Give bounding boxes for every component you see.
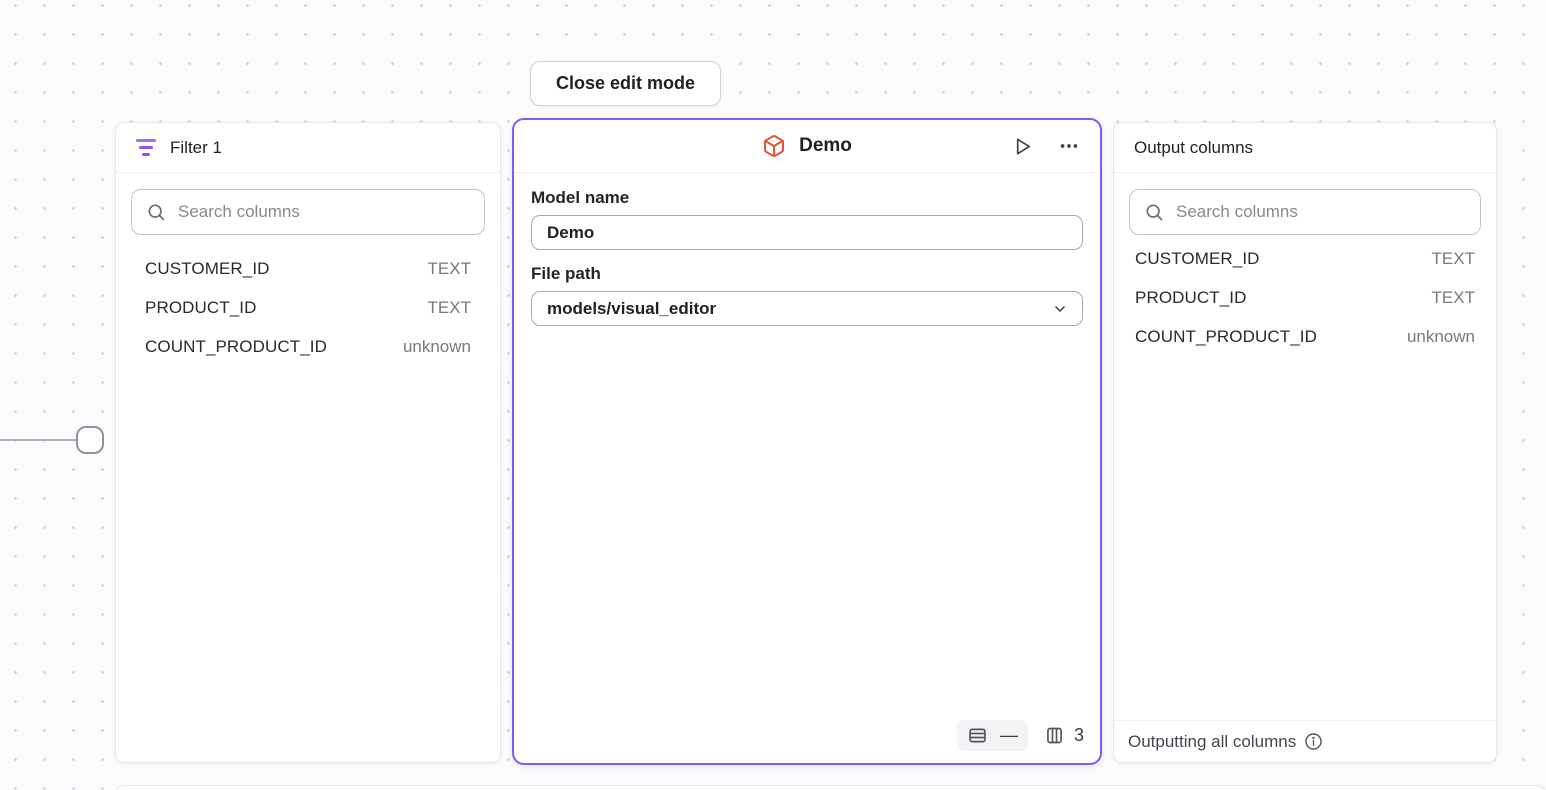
column-row[interactable]: COUNT_PRODUCT_ID unknown bbox=[130, 327, 486, 366]
connector-edge bbox=[0, 439, 77, 441]
output-search-input[interactable] bbox=[1176, 202, 1466, 222]
column-name: CUSTOMER_ID bbox=[145, 258, 270, 278]
model-name-label: Model name bbox=[531, 188, 630, 207]
column-row[interactable]: PRODUCT_ID TEXT bbox=[130, 288, 486, 327]
output-columns-panel[interactable]: Output columns CUSTOMER_ID TEXT PRODUCT_… bbox=[1113, 122, 1497, 763]
ellipsis-icon bbox=[1060, 144, 1078, 148]
cube-icon bbox=[764, 135, 785, 158]
column-row[interactable]: PRODUCT_ID TEXT bbox=[1120, 278, 1490, 317]
output-column-list: CUSTOMER_ID TEXT PRODUCT_ID TEXT COUNT_P… bbox=[1114, 239, 1496, 356]
output-panel-footer: Outputting all columns bbox=[1114, 720, 1496, 762]
filter-search-box[interactable] bbox=[131, 189, 485, 235]
filter-column-list: CUSTOMER_ID TEXT PRODUCT_ID TEXT COUNT_P… bbox=[116, 245, 500, 370]
column-row[interactable]: CUSTOMER_ID TEXT bbox=[1120, 239, 1490, 278]
file-path-select[interactable]: models/visual_editor bbox=[531, 291, 1083, 326]
filter-panel-header: Filter 1 bbox=[116, 123, 500, 173]
table-rows-icon bbox=[969, 728, 986, 743]
output-panel-title: Output columns bbox=[1134, 137, 1254, 157]
run-model-button[interactable] bbox=[1009, 133, 1036, 160]
column-name: PRODUCT_ID bbox=[145, 297, 257, 317]
output-footer-text: Outputting all columns bbox=[1128, 731, 1297, 751]
file-path-value: models/visual_editor bbox=[547, 298, 717, 318]
play-icon bbox=[1016, 137, 1031, 155]
column-row[interactable]: CUSTOMER_ID TEXT bbox=[130, 249, 486, 288]
column-count-value: 3 bbox=[1073, 725, 1084, 745]
table-columns-icon bbox=[1047, 727, 1062, 744]
column-type: TEXT bbox=[1431, 287, 1475, 307]
close-edit-mode-button[interactable]: Close edit mode bbox=[530, 61, 721, 106]
results-panel-edge[interactable] bbox=[115, 785, 1546, 790]
column-row[interactable]: COUNT_PRODUCT_ID unknown bbox=[1120, 317, 1490, 356]
filter-panel-title: Filter 1 bbox=[170, 137, 222, 157]
column-type: unknown bbox=[402, 336, 471, 356]
model-panel-title: Demo bbox=[799, 135, 852, 156]
row-count-value: — bbox=[999, 725, 1018, 745]
more-options-button[interactable] bbox=[1056, 133, 1082, 159]
filter-search-input[interactable] bbox=[178, 202, 470, 222]
column-count-stat[interactable]: 3 bbox=[1044, 725, 1084, 746]
model-name-input[interactable] bbox=[531, 215, 1083, 250]
row-count-stat[interactable]: — bbox=[956, 720, 1028, 751]
output-panel-header: Output columns bbox=[1114, 123, 1496, 173]
search-icon bbox=[1146, 204, 1163, 221]
info-icon[interactable] bbox=[1304, 732, 1323, 751]
column-type: TEXT bbox=[427, 258, 471, 278]
connector-handle[interactable] bbox=[76, 426, 104, 454]
model-panel-body: Model name File path models/visual_edito… bbox=[514, 173, 1100, 763]
filter-lines-icon bbox=[136, 139, 156, 156]
column-type: unknown bbox=[1406, 326, 1475, 346]
model-stats: — 3 bbox=[956, 720, 1084, 751]
output-search-box[interactable] bbox=[1129, 189, 1481, 235]
chevron-down-icon bbox=[1055, 305, 1065, 312]
column-name: COUNT_PRODUCT_ID bbox=[145, 336, 328, 356]
column-name: CUSTOMER_ID bbox=[1135, 248, 1260, 268]
model-node-panel[interactable]: Demo Model name File path models/visual_… bbox=[512, 118, 1102, 765]
column-name: PRODUCT_ID bbox=[1135, 287, 1247, 307]
file-path-label: File path bbox=[531, 264, 601, 283]
filter-node-panel[interactable]: Filter 1 CUSTOMER_ID TEXT PRODUCT_ID TEX… bbox=[115, 122, 501, 763]
column-type: TEXT bbox=[1431, 248, 1475, 268]
model-panel-header: Demo bbox=[514, 120, 1100, 173]
column-name: COUNT_PRODUCT_ID bbox=[1135, 326, 1318, 346]
column-type: TEXT bbox=[427, 297, 471, 317]
search-icon bbox=[148, 204, 165, 221]
